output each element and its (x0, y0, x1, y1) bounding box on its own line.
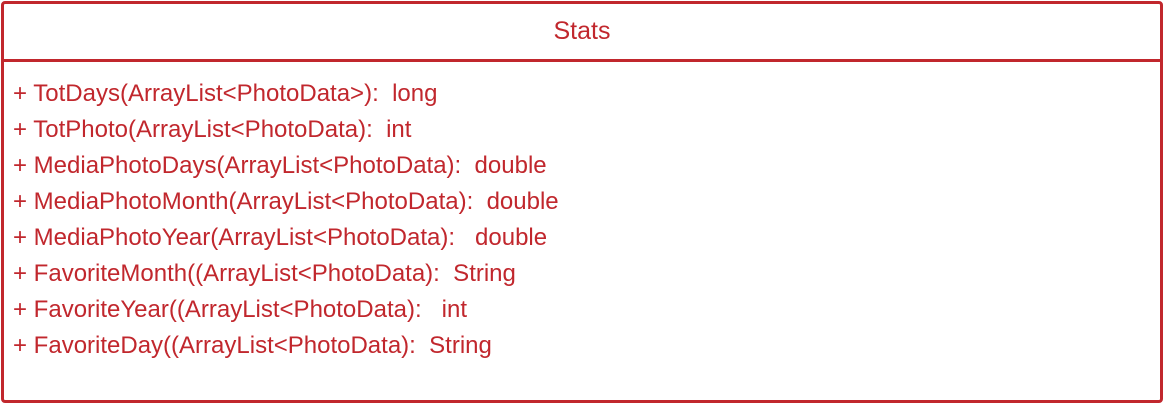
method-media-photo-year: + MediaPhotoYear(ArrayList<PhotoData): d… (13, 224, 548, 251)
method-favorite-day: + FavoriteDay((ArrayList<PhotoData): Str… (13, 332, 492, 359)
method-media-photo-month: + MediaPhotoMonth(ArrayList<PhotoData): … (13, 188, 559, 215)
method-media-photo-days: + MediaPhotoDays(ArrayList<PhotoData): d… (13, 152, 547, 179)
method-favorite-month: + FavoriteMonth((ArrayList<PhotoData): S… (13, 260, 516, 287)
method-list: + TotDays(ArrayList<PhotoData>): long + … (4, 62, 1160, 364)
class-header: Stats (4, 4, 1160, 62)
class-name: Stats (553, 17, 611, 45)
method-tot-days: + TotDays(ArrayList<PhotoData>): long (13, 80, 438, 107)
method-tot-photo: + TotPhoto(ArrayList<PhotoData): int (13, 116, 412, 143)
method-favorite-year: + FavoriteYear((ArrayList<PhotoData): in… (13, 296, 467, 323)
